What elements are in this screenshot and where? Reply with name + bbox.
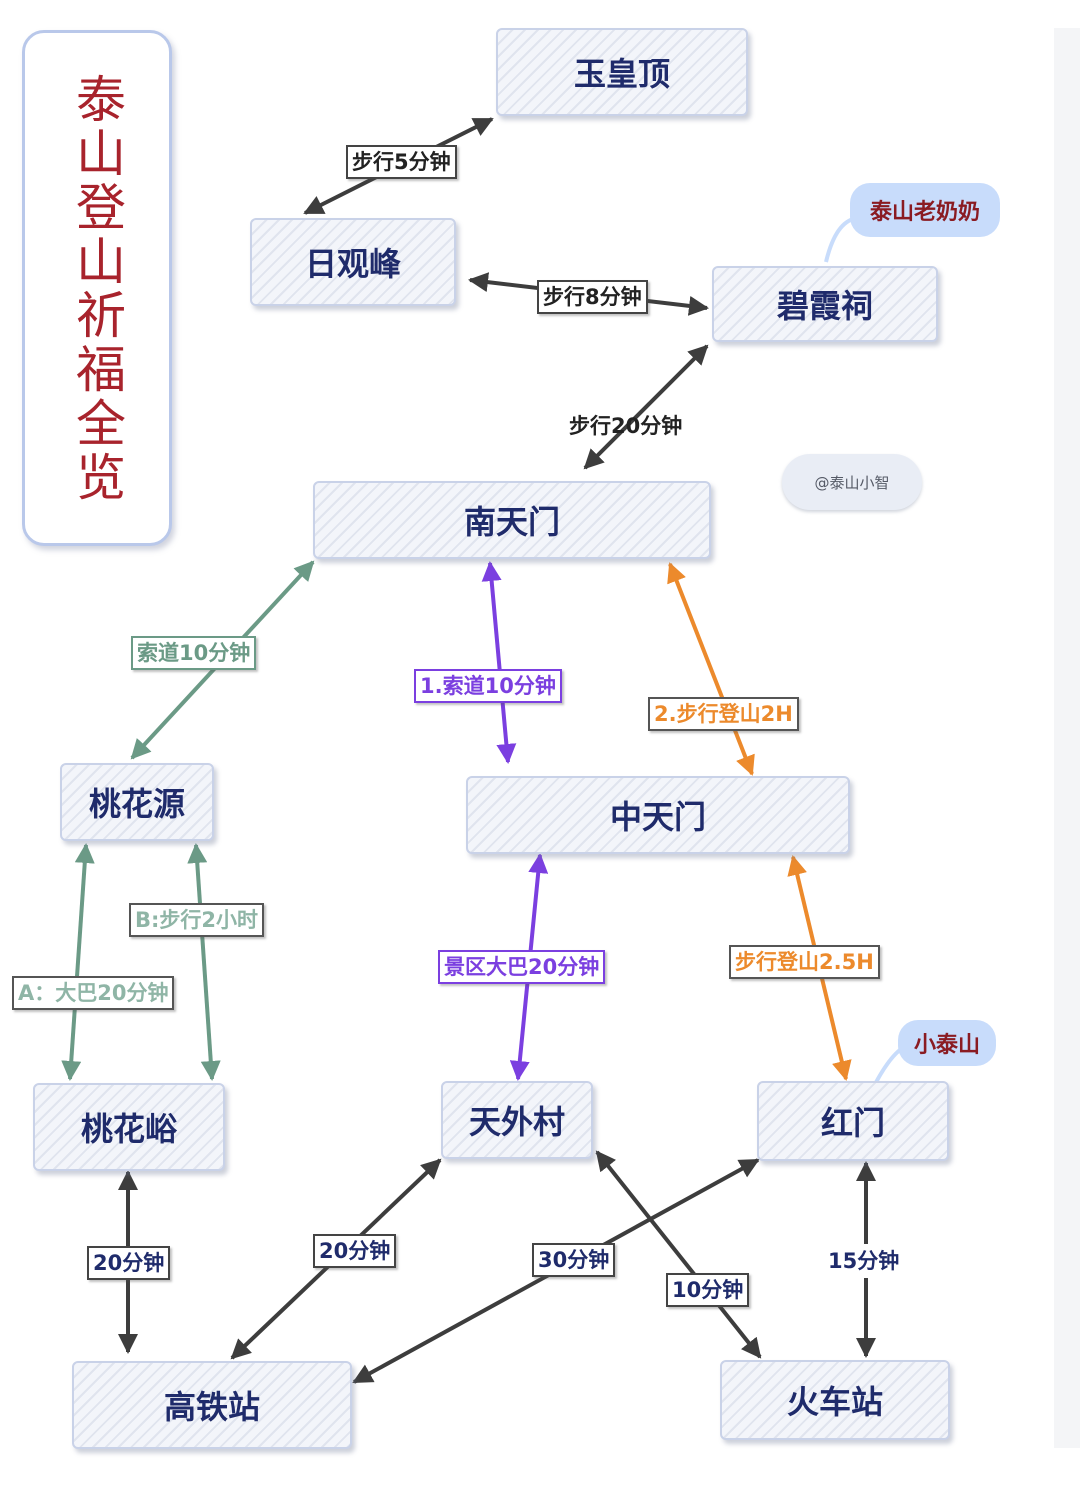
- node-hongmen: 红门: [757, 1081, 949, 1161]
- label-nantian-taohuayuan: 索道10分钟: [131, 636, 257, 670]
- label-riguan-bixia: 步行8分钟: [537, 280, 648, 314]
- node-yuhuangding: 玉皇顶: [496, 28, 748, 116]
- page-edge-strip: [1054, 28, 1080, 1448]
- node-nantianmen: 南天门: [313, 481, 711, 559]
- node-tianwaicun: 天外村: [441, 1081, 593, 1159]
- label-riguan-yuhuang: 步行5分钟: [346, 145, 457, 179]
- node-taohuayu: 桃花峪: [33, 1083, 225, 1171]
- label-nantian-zhong-cable: 1.索道10分钟: [414, 669, 562, 703]
- node-riguanfeng: 日观峰: [250, 218, 456, 306]
- edge-nantian-zhong-walk: [667, 562, 755, 776]
- node-huochezhan: 火车站: [720, 1360, 950, 1440]
- label-taohuayuan-a: A：大巴20分钟: [12, 976, 175, 1010]
- edge-bixia-nantian: [583, 344, 709, 470]
- label-zhong-hongmen: 步行登山2.5H: [729, 945, 880, 979]
- edge-taohuayuan-a: [61, 843, 95, 1081]
- callout-grandma: 泰山老奶奶: [850, 183, 1000, 237]
- label-hongmen-huoche: 15分钟: [822, 1244, 906, 1278]
- title-panel: 泰山登山祈福全览: [22, 30, 172, 546]
- edge-tianwai-huoche: [595, 1150, 762, 1359]
- node-bixiaci: 碧霞祠: [712, 266, 938, 342]
- label-gaotie-tianwai: 20分钟: [313, 1234, 397, 1268]
- label-zhong-tianwai: 景区大巴20分钟: [438, 950, 606, 984]
- callout-xiaotaishan: 小泰山: [898, 1020, 996, 1066]
- node-taohuayuan: 桃花源: [60, 763, 214, 841]
- label-taohuayu-gaotie: 20分钟: [87, 1246, 171, 1280]
- label-nantian-zhong-walk: 2.步行登山2H: [648, 697, 799, 731]
- edge-nantian-zhong-cable: [481, 561, 517, 764]
- edge-taohuayuan-b: [187, 843, 221, 1081]
- watermark-cloud: @泰山小智: [782, 454, 922, 510]
- page-title: 泰山登山祈福全览: [68, 73, 126, 505]
- label-bixia-nantian: 步行20分钟: [569, 414, 683, 438]
- label-gaotie-hongmen: 30分钟: [532, 1243, 616, 1277]
- watermark-text: @泰山小智: [814, 473, 890, 492]
- label-taohuayuan-b: B:步行2小时: [129, 903, 265, 937]
- node-zhongtianmen: 中天门: [466, 776, 850, 854]
- label-tianwai-huoche: 10分钟: [666, 1273, 750, 1307]
- node-gaotiezhan: 高铁站: [72, 1361, 352, 1449]
